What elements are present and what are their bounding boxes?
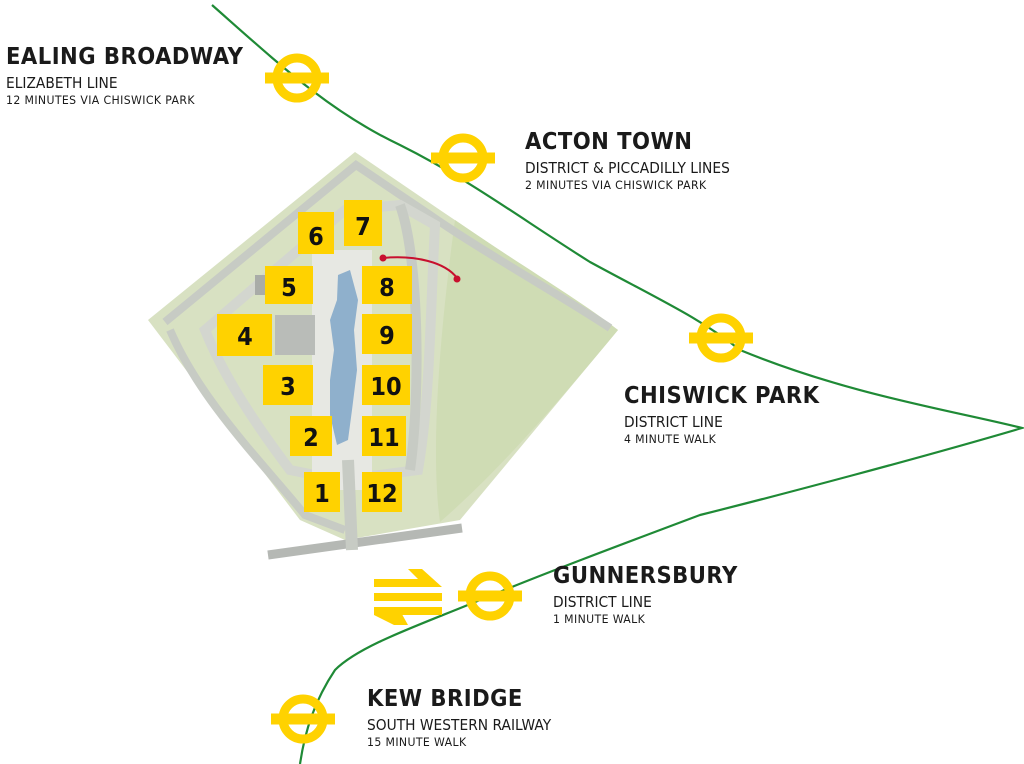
building-3[interactable]: 3: [263, 365, 313, 405]
svg-text:2: 2: [303, 423, 319, 452]
link-start-dot: [379, 254, 387, 262]
parking-area: [275, 315, 315, 355]
building-2[interactable]: 2: [290, 416, 332, 456]
station-gunnersbury[interactable]: GUNNERSBURY DISTRICT LINE 1 MINUTE WALK: [553, 563, 754, 627]
station-acton-town[interactable]: ACTON TOWN DISTRICT & PICCADILLY LINES 2…: [525, 129, 748, 193]
station-line: SOUTH WESTERN RAILWAY: [367, 716, 552, 734]
svg-text:11: 11: [368, 423, 399, 452]
building-6[interactable]: 6: [298, 212, 334, 254]
building-5[interactable]: 5: [265, 266, 313, 304]
perimeter-path-west: [166, 328, 347, 534]
svg-text:3: 3: [280, 372, 296, 401]
building-4[interactable]: 4: [217, 314, 272, 356]
link-end-dot: [453, 275, 461, 283]
station-name: GUNNERSBURY: [553, 563, 738, 589]
station-kew-bridge[interactable]: KEW BRIDGE SOUTH WESTERN RAILWAY 15 MINU…: [367, 686, 567, 750]
station-line: ELIZABETH LINE: [6, 74, 118, 92]
station-link-line: [382, 256, 458, 279]
underground-roundel-icon: [431, 133, 495, 183]
station-name: CHISWICK PARK: [624, 383, 820, 409]
svg-text:10: 10: [370, 372, 401, 401]
building-11[interactable]: 11: [362, 416, 406, 456]
station-name: ACTON TOWN: [525, 129, 693, 155]
svg-text:6: 6: [308, 222, 324, 251]
building-7[interactable]: 7: [344, 200, 382, 246]
perimeter-path: [162, 160, 613, 332]
underground-roundel-icon: [265, 53, 329, 103]
station-chiswick-park[interactable]: CHISWICK PARK DISTRICT LINE 4 MINUTE WAL…: [624, 383, 836, 447]
entrance-road: [342, 459, 358, 551]
station-time: 1 MINUTE WALK: [553, 612, 646, 626]
building-12[interactable]: 12: [362, 472, 402, 512]
lake: [330, 270, 358, 445]
inner-ring-path: [199, 199, 441, 486]
station-line: DISTRICT LINE: [624, 413, 723, 431]
station-line: DISTRICT & PICCADILLY LINES: [525, 159, 730, 177]
svg-text:12: 12: [366, 479, 397, 508]
station-time: 4 MINUTE WALK: [624, 432, 717, 446]
station-time: 15 MINUTE WALK: [367, 735, 467, 749]
svg-text:4: 4: [237, 322, 253, 351]
building-10[interactable]: 10: [362, 365, 410, 405]
national-rail-icon: [374, 569, 442, 625]
station-name: EALING BROADWAY: [6, 44, 244, 70]
svg-text:7: 7: [355, 212, 371, 241]
parking-area-2: [255, 275, 267, 295]
chiswick-park-campus: 6 7 5 8 4 9 3 10: [148, 152, 618, 560]
east-road: [395, 203, 422, 471]
building-1[interactable]: 1: [304, 472, 340, 512]
station-time: 12 MINUTES VIA CHISWICK PARK: [6, 93, 195, 107]
station-name: KEW BRIDGE: [367, 686, 523, 712]
svg-text:5: 5: [281, 273, 297, 302]
svg-text:1: 1: [314, 479, 330, 508]
south-road: [267, 523, 463, 560]
station-time: 2 MINUTES VIA CHISWICK PARK: [525, 178, 707, 192]
underground-roundel-icon: [689, 313, 753, 363]
meadow-area: [435, 220, 618, 522]
station-ealing-broadway[interactable]: EALING BROADWAY ELIZABETH LINE 12 MINUTE…: [6, 44, 264, 108]
svg-text:8: 8: [379, 273, 395, 302]
svg-text:9: 9: [379, 321, 395, 350]
building-8[interactable]: 8: [362, 266, 412, 304]
building-9[interactable]: 9: [362, 314, 412, 354]
station-line: DISTRICT LINE: [553, 593, 652, 611]
underground-roundel-icon: [271, 694, 335, 744]
underground-roundel-icon: [458, 571, 522, 621]
